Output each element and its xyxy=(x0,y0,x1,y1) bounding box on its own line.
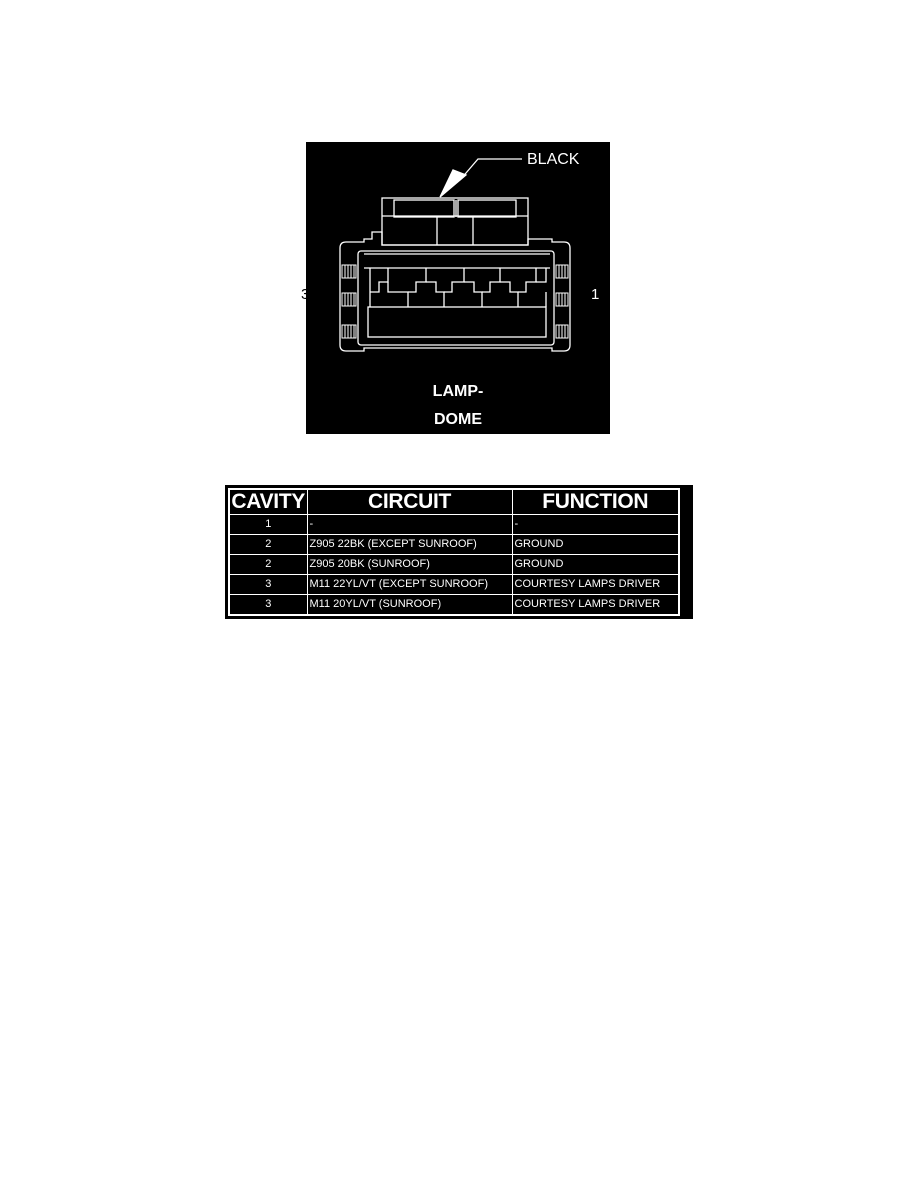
table-row: 1 - - xyxy=(228,514,680,535)
right-locking-ribs xyxy=(555,264,569,339)
function-cell: COURTESY LAMPS DRIVER xyxy=(511,574,680,595)
connector-color-label: BLACK xyxy=(527,151,580,168)
connector-housing xyxy=(339,231,571,352)
circuit-cell: Z905 22BK (EXCEPT SUNROOF) xyxy=(306,534,513,555)
pinout-table-container: CAVITY CIRCUIT FUNCTION 1 - - 2 Z905 22B… xyxy=(225,485,693,619)
left-locking-ribs xyxy=(341,264,357,339)
table-row: 3 M11 22YL/VT (EXCEPT SUNROOF) COURTESY … xyxy=(228,574,680,595)
connector-title-line2: DOME xyxy=(434,411,482,428)
terminal-cavities xyxy=(369,268,547,307)
function-cell: GROUND xyxy=(511,554,680,575)
cavity-cell: 3 xyxy=(228,574,308,595)
cavity-cell: 3 xyxy=(228,594,308,616)
cavity-cell: 1 xyxy=(228,514,308,535)
circuit-cell: Z905 20BK (SUNROOF) xyxy=(306,554,513,575)
function-cell: COURTESY LAMPS DRIVER xyxy=(511,594,680,616)
table-header-row: CAVITY CIRCUIT FUNCTION xyxy=(228,488,680,515)
connector-drawing xyxy=(339,158,571,352)
top-latch xyxy=(381,197,529,246)
pinout-table: CAVITY CIRCUIT FUNCTION 1 - - 2 Z905 22B… xyxy=(228,488,680,616)
connector-diagram: BLACK 3 1 LAMP- DOME xyxy=(301,142,610,434)
table-row: 2 Z905 20BK (SUNROOF) GROUND xyxy=(228,554,680,575)
function-cell: GROUND xyxy=(511,534,680,555)
header-circuit: CIRCUIT xyxy=(306,488,513,515)
circuit-cell: M11 20YL/VT (SUNROOF) xyxy=(306,594,513,616)
table-row: 2 Z905 22BK (EXCEPT SUNROOF) GROUND xyxy=(228,534,680,555)
connector-title-line1: LAMP- xyxy=(432,383,484,400)
pin-number-left: 3 xyxy=(301,286,310,303)
pin-number-right: 1 xyxy=(591,286,600,303)
cavity-cell: 2 xyxy=(228,534,308,555)
header-function: FUNCTION xyxy=(511,488,680,515)
leader-arrow xyxy=(439,158,522,198)
function-cell: - xyxy=(511,514,680,535)
table-row: 3 M11 20YL/VT (SUNROOF) COURTESY LAMPS D… xyxy=(228,594,680,616)
circuit-cell: - xyxy=(306,514,513,535)
cavity-cell: 2 xyxy=(228,554,308,575)
circuit-cell: M11 22YL/VT (EXCEPT SUNROOF) xyxy=(306,574,513,595)
header-cavity: CAVITY xyxy=(228,488,308,515)
